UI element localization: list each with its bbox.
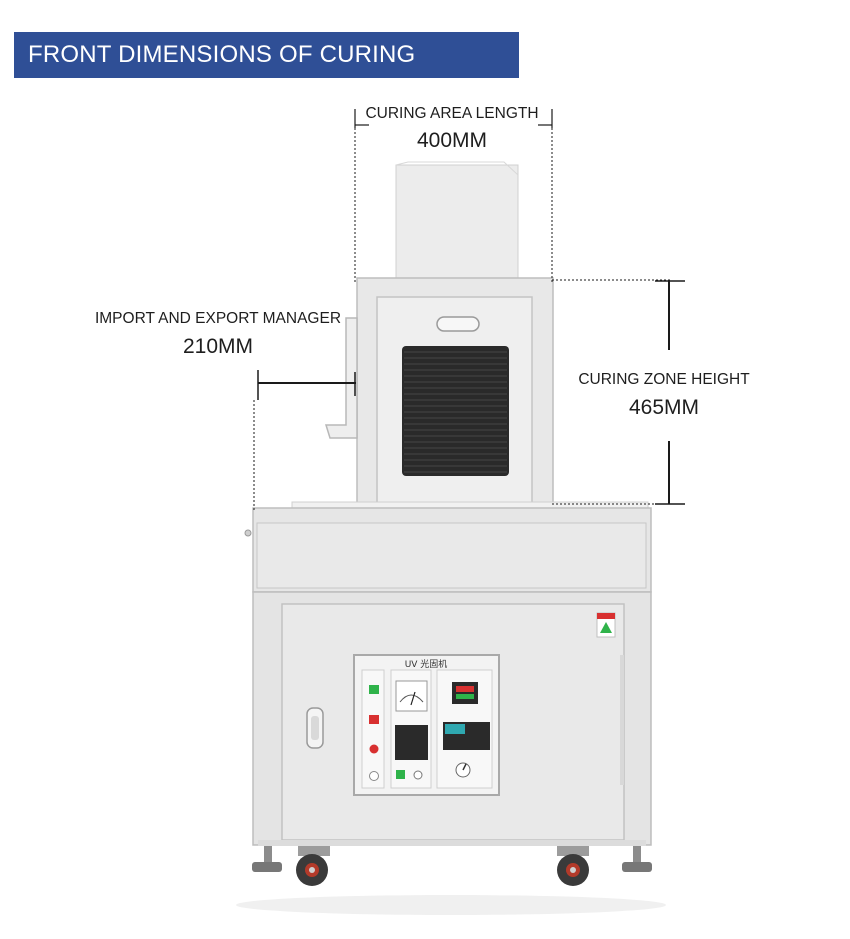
page-title-banner: FRONT DIMENSIONS OF CURING MACHINE [14,32,519,114]
ammeter-gauge [395,680,428,712]
import-export-value: 210MM [182,335,254,358]
start-button[interactable] [396,770,405,779]
curing-area-length-label: CURING AREA LENGTH [365,105,539,122]
indicator-light-off [369,771,379,781]
viewing-window [402,346,509,476]
import-export-label: IMPORT AND EXPORT MANAGER [94,310,342,327]
import-export-dimension [253,370,356,512]
curing-area-length-dimension [354,109,553,282]
page-title: FRONT DIMENSIONS OF CURING MACHINE [28,41,416,114]
door-handle [436,316,480,332]
left-caster-wheel [296,846,330,886]
feeder-bracket [324,317,358,439]
red-button[interactable] [369,715,379,724]
right-leveling-foot [622,846,652,872]
panel-title: UV 光固机 [405,658,448,670]
curing-zone-height-label: CURING ZONE HEIGHT [578,371,750,388]
left-leveling-foot [252,846,282,872]
indicator-light-red [369,744,379,754]
green-button[interactable] [369,685,379,694]
window-louvers [404,351,507,473]
curing-zone-height-dimension [552,279,685,505]
timer-display [395,725,428,760]
stop-knob [413,770,423,780]
right-caster-wheel [557,846,589,886]
top-hood [395,164,519,283]
curing-zone-height-value: 465MM [628,396,700,419]
curing-area-length-value: 400MM [416,129,488,152]
temperature-controller [452,682,478,704]
